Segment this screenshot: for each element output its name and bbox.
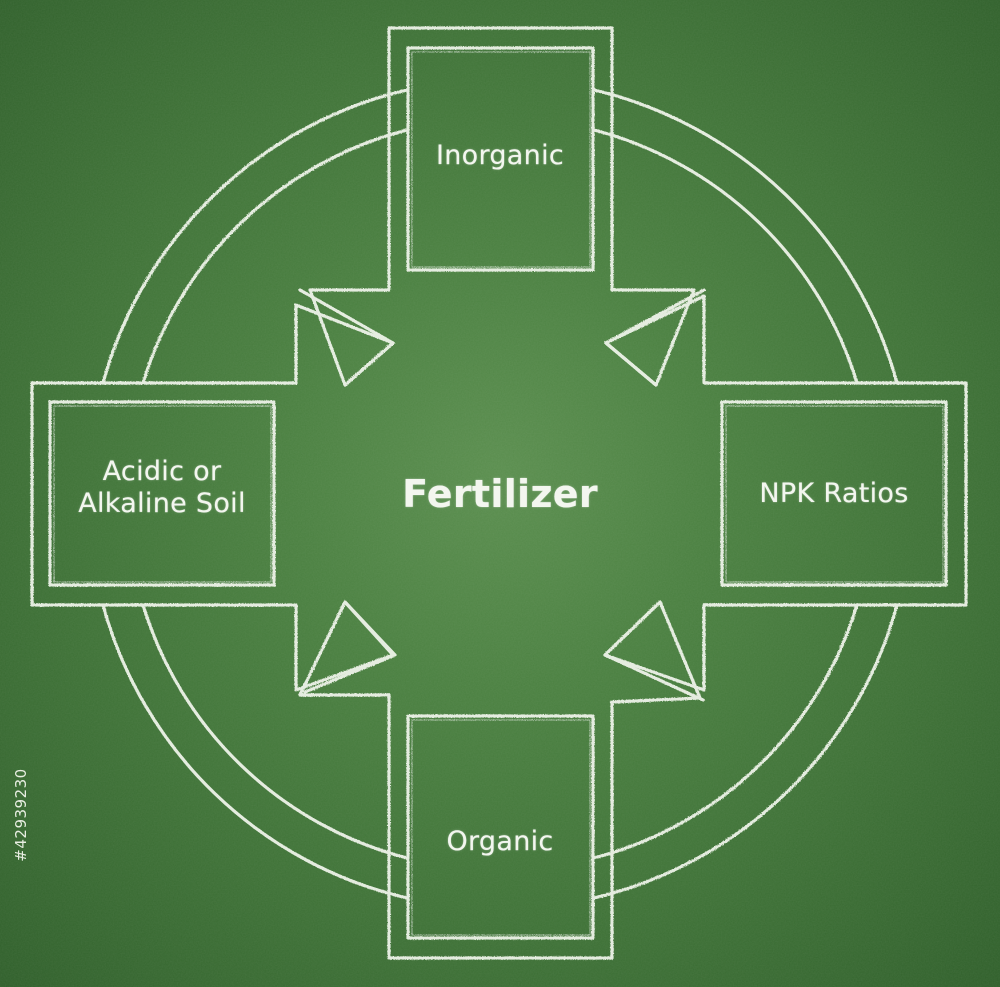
- box-organic: [406, 714, 595, 940]
- ring-outer-top-left: [101, 88, 409, 385]
- ring: [101, 88, 899, 900]
- box-npk-trace: [725, 405, 944, 583]
- ring-outer-top-right: [592, 88, 899, 385]
- node-label-organic: Organic: [446, 826, 554, 857]
- stock-id-watermark: #42939230: [6, 760, 36, 870]
- ring-inner-bottom-right: [592, 603, 859, 860]
- arrow-left: [30, 303, 395, 692]
- ring-outer-bottom-right: [592, 603, 899, 900]
- box-soil-trace: [53, 405, 272, 583]
- box-soil: [48, 400, 276, 587]
- node-label-npk-ratios: NPK Ratios: [759, 478, 909, 509]
- ring-inner-top-right: [592, 128, 859, 385]
- box-inorganic: [406, 46, 595, 272]
- ring-inner-top-left: [141, 128, 409, 385]
- center-label-fertilizer: Fertilizer: [402, 472, 598, 516]
- box-npk: [720, 400, 948, 587]
- node-label-soil: Acidic or Alkaline Soil: [78, 456, 246, 520]
- ring-outer-bottom-left: [101, 603, 409, 900]
- stock-id-text: #42939230: [12, 768, 30, 862]
- ring-inner-bottom-left: [141, 603, 409, 860]
- node-label-inorganic: Inorganic: [435, 140, 565, 171]
- arrow-right: [603, 294, 968, 692]
- box-organic-trace: [411, 719, 591, 936]
- box-inorganic-trace: [411, 51, 591, 268]
